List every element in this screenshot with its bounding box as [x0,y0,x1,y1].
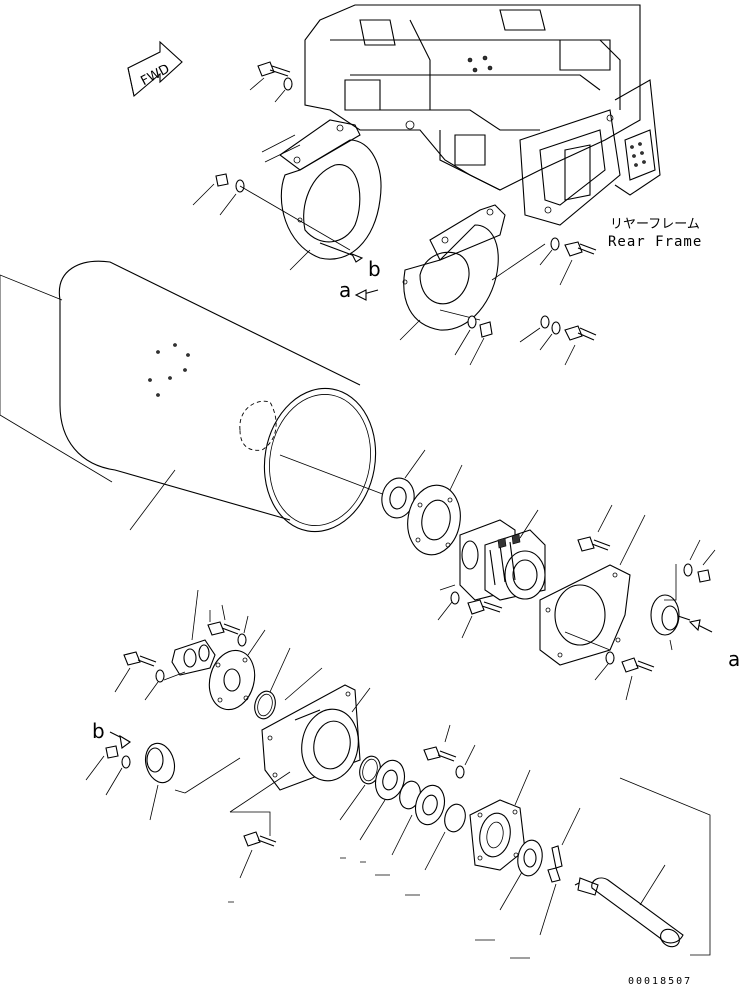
bearing-ring [381,449,426,519]
cover-plate-right [354,204,506,341]
bolt-washer-set-top-left [192,61,351,251]
end-cap-right [650,539,716,651]
rear-frame-label-jp: リヤーフレーム [610,217,700,232]
callout-b-lower: b [92,719,105,743]
faint-marks [228,857,530,959]
bolt-side-plate-top [577,504,613,552]
flange-disc [407,464,463,556]
rear-frame-label-en: Rear Frame [608,234,702,250]
bolt-washer-center [423,724,476,779]
seal-bearing-stack [339,755,466,871]
bracket-assembly-left [114,589,249,701]
rear-frame [304,4,661,226]
fwd-label: FWD [138,62,172,89]
hydraulic-motor [437,509,546,639]
roller-drum [0,260,386,533]
drawing-number: 00018507 [628,976,692,987]
bearing-housing [184,684,371,813]
callout-a-lower: a [728,647,740,671]
rear-frame-label: リヤーフレーム Rear Frame [608,217,702,250]
callout-a-upper: a [339,278,351,302]
drive-shaft [574,777,711,956]
bolt-lower-left [230,811,277,879]
side-plate-right [539,514,655,701]
bolt-washer-set-middle-right [454,237,597,366]
end-cap-left [85,731,186,821]
cover-plate-left [261,119,382,271]
callout-b-upper: b [368,257,381,281]
pin-and-bushing [499,807,581,936]
retainer-plate-left [208,629,323,720]
fwd-direction-marker: FWD [127,40,183,98]
